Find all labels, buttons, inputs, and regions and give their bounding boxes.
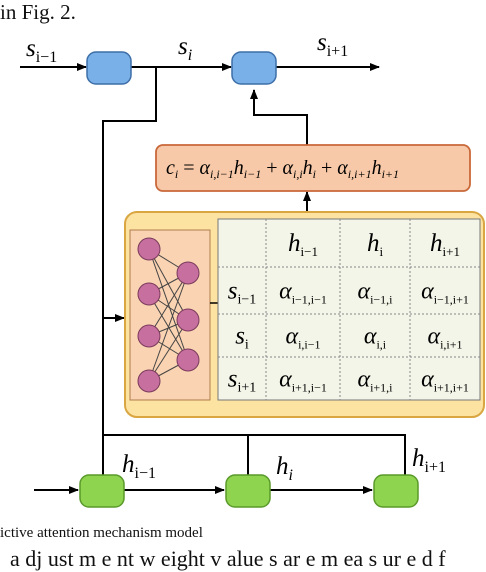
label-h-prev: hi−1 [122, 451, 156, 482]
decoder-row: si−1 si si+1 [20, 29, 380, 85]
decoder-node-2 [231, 51, 277, 85]
context-formula-box: ci = αi,i−1hi−1 + αi,ihi + αi,i+1hi+1 [155, 144, 471, 192]
table-cell: αi−1,i [357, 279, 393, 307]
table-cell: αi−1,i+1 [421, 279, 469, 307]
decoder-node-1 [86, 51, 132, 85]
neuron [137, 282, 161, 306]
neuron [176, 308, 200, 332]
neuron [137, 324, 161, 348]
figure-caption: ictive attention mechanism model [0, 525, 203, 541]
nn-connection [148, 319, 189, 382]
encoder-row: hi−1 hi hi+1 [79, 445, 446, 508]
encoder-bus [103, 434, 406, 476]
neuron [137, 237, 161, 261]
table-col-header: hi−1 [288, 230, 318, 259]
label-h-next: hi+1 [412, 445, 446, 476]
table-cell: αi+1,i [357, 367, 393, 395]
neural-network [129, 229, 211, 401]
table-col-header: hi [367, 230, 384, 259]
encoder-node-2 [225, 474, 271, 508]
table-cell: αi+1,i−1 [279, 367, 327, 395]
context-formula: ci = αi,i−1hi−1 + αi,ihi + αi,i+1hi+1 [166, 157, 399, 181]
table-row-header: si−1 [228, 278, 257, 308]
body-text-fragment: a dj ust m e nt w eight v alue s ar e m … [10, 546, 446, 571]
formula-to-decoder [250, 89, 308, 145]
table-cell: αi,i−1 [285, 324, 320, 352]
label-s-cur: si [178, 33, 192, 64]
neuron [176, 261, 200, 285]
neuron [137, 369, 161, 393]
label-s-prev: si−1 [26, 35, 57, 66]
table-row-header: si [235, 323, 249, 353]
encoder-node-1 [79, 474, 125, 508]
table-cell: αi,i [364, 324, 387, 352]
label-h-cur: hi [276, 453, 293, 484]
table-col-header: hi+1 [430, 230, 460, 259]
attention-table: hi−1 hi hi+1 si−1 αi−1,i−1 αi−1,i αi−1,i+1 si αi… [217, 218, 481, 401]
label-s-next: si+1 [317, 29, 348, 60]
s-cur-feed-line [102, 67, 157, 435]
header-text: in Fig. 2. [0, 0, 76, 24]
encoder-node-3 [373, 474, 419, 508]
attention-panel: hi−1 hi hi+1 si−1 αi−1,i−1 αi−1,i αi−1,i+1 si αi… [124, 211, 485, 418]
nn-connection [148, 272, 189, 337]
table-cell: αi+1,i+1 [421, 367, 469, 395]
table-row-header: si+1 [228, 366, 257, 396]
table-cell: αi,i+1 [427, 324, 462, 352]
neuron [176, 348, 200, 372]
nn-connection [148, 272, 189, 382]
nn-connection [148, 248, 189, 321]
table-cell: αi−1,i−1 [279, 279, 327, 307]
connections [34, 67, 406, 494]
